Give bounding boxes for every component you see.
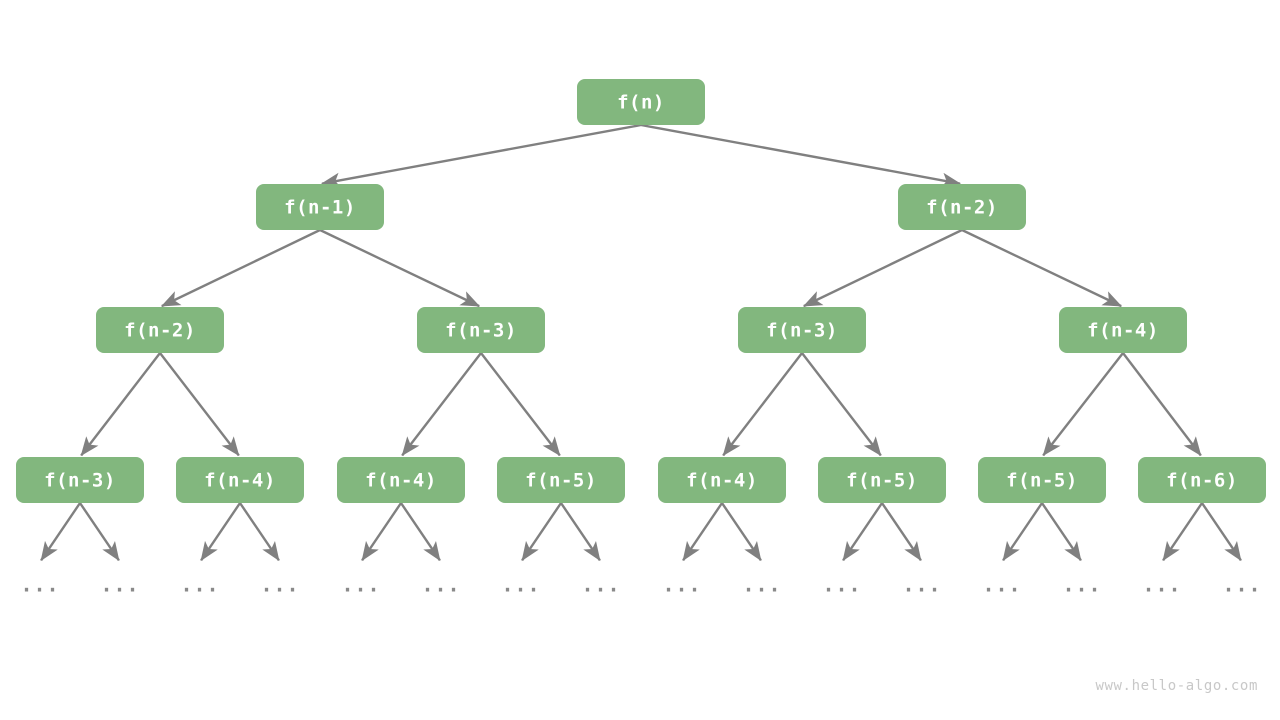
ellipsis-leaf: ... <box>501 573 540 597</box>
tree-node-box <box>978 457 1106 503</box>
tree-node: f(n-6) <box>1138 457 1266 503</box>
ellipsis-leaf: ... <box>20 573 59 597</box>
ellipsis-leaf: ... <box>581 573 620 597</box>
tree-node-box <box>16 457 144 503</box>
tree-edge <box>40 502 81 562</box>
tree-edge <box>842 502 883 562</box>
tree-edge <box>881 502 922 562</box>
tree-edge <box>319 228 481 308</box>
tree-node-label: f(n-4) <box>1087 320 1159 342</box>
tree-edge <box>721 502 762 562</box>
ellipsis-leaf: ... <box>982 573 1021 597</box>
tree-node-box <box>497 457 625 503</box>
tree-node-label: f(n-1) <box>284 197 356 219</box>
tree-edge <box>1201 502 1242 562</box>
tree-node: f(n) <box>577 79 705 125</box>
tree-node-box <box>738 307 866 353</box>
tree-node-box <box>658 457 786 503</box>
tree-node-label: f(n-4) <box>204 470 276 492</box>
ellipsis-leaf: ... <box>421 573 460 597</box>
tree-node-box <box>256 184 384 230</box>
tree-node: f(n-4) <box>176 457 304 503</box>
tree-node: f(n-3) <box>16 457 144 503</box>
tree-node-label: f(n-2) <box>124 320 196 342</box>
nodes-layer: f(n) f(n-1) f(n-2) f(n-2) f(n-3) f(n-3) f(n-4)… <box>16 79 1266 597</box>
tree-node: f(n-3) <box>417 307 545 353</box>
tree-edge <box>1162 502 1203 562</box>
tree-edge <box>400 502 441 562</box>
tree-node: f(n-1) <box>256 184 384 230</box>
tree-node-label: f(n-4) <box>365 470 437 492</box>
tree-node-label: f(n-5) <box>846 470 918 492</box>
tree-node-label: f(n-6) <box>1166 470 1238 492</box>
tree-edge <box>560 502 601 562</box>
tree-node-box <box>96 307 224 353</box>
tree-node: f(n-2) <box>96 307 224 353</box>
ellipsis-leaf: ... <box>902 573 941 597</box>
tree-edge <box>480 352 561 457</box>
tree-node-label: f(n-3) <box>766 320 838 342</box>
tree-edge <box>961 228 1123 308</box>
tree-edge <box>79 502 120 562</box>
tree-node-label: f(n-5) <box>525 470 597 492</box>
tree-node: f(n-4) <box>337 457 465 503</box>
tree-edge <box>722 352 803 457</box>
tree-node: f(n-4) <box>1059 307 1187 353</box>
tree-node: f(n-5) <box>818 457 946 503</box>
tree-edge <box>1042 352 1124 457</box>
tree-node-box <box>1138 457 1266 503</box>
tree-edge <box>361 502 402 562</box>
tree-node-label: f(n-4) <box>686 470 758 492</box>
tree-node-box <box>1059 307 1187 353</box>
tree-node-label: f(n) <box>617 92 665 114</box>
tree-node-box <box>898 184 1026 230</box>
ellipsis-leaf: ... <box>260 573 299 597</box>
tree-node: f(n-4) <box>658 457 786 503</box>
tree-edge <box>521 502 562 562</box>
ellipsis-leaf: ... <box>822 573 861 597</box>
tree-node-label: f(n-3) <box>44 470 116 492</box>
tree-edge <box>321 123 642 188</box>
tree-edge <box>200 502 241 562</box>
tree-edge <box>682 502 723 562</box>
tree-node: f(n-3) <box>738 307 866 353</box>
ellipsis-leaf: ... <box>1062 573 1101 597</box>
tree-edge <box>401 352 482 457</box>
tree-edge <box>160 228 321 308</box>
tree-node-box <box>176 457 304 503</box>
ellipsis-leaf: ... <box>180 573 219 597</box>
ellipsis-leaf: ... <box>1222 573 1261 597</box>
edges-layer <box>40 123 1242 562</box>
tree-node-label: f(n-3) <box>445 320 517 342</box>
tree-edge <box>239 502 280 562</box>
watermark-label: www.hello-algo.com <box>1095 678 1258 694</box>
tree-node: f(n-2) <box>898 184 1026 230</box>
ellipsis-leaf: ... <box>100 573 139 597</box>
ellipsis-leaf: ... <box>662 573 701 597</box>
tree-edge <box>80 352 161 457</box>
tree-edge <box>1041 502 1082 562</box>
tree-edge <box>159 352 240 457</box>
ellipsis-leaf: ... <box>341 573 380 597</box>
tree-node-label: f(n-5) <box>1006 470 1078 492</box>
tree-node-label: f(n-2) <box>926 197 998 219</box>
tree-node: f(n-5) <box>497 457 625 503</box>
tree-node-box <box>577 79 705 125</box>
tree-edge <box>1002 502 1043 562</box>
tree-edge <box>1122 352 1202 457</box>
ellipsis-leaf: ... <box>742 573 781 597</box>
tree-node-box <box>818 457 946 503</box>
tree-node-box <box>337 457 465 503</box>
tree-edge <box>802 228 963 308</box>
tree-node-box <box>417 307 545 353</box>
tree-edge <box>640 123 961 188</box>
tree-edge <box>801 352 882 457</box>
ellipsis-leaf: ... <box>1142 573 1181 597</box>
tree-node: f(n-5) <box>978 457 1106 503</box>
